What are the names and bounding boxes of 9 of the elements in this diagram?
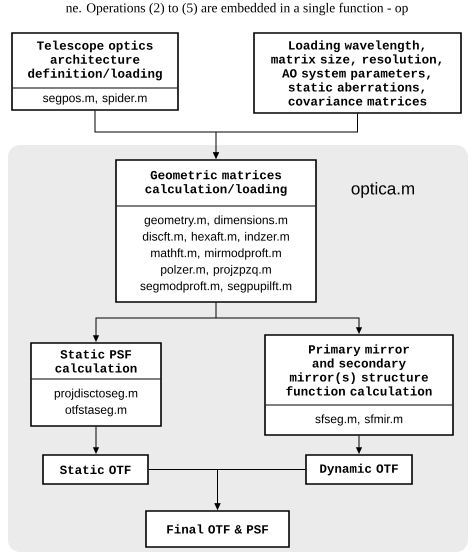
process-box: Telescope optics architecture definition/loading segpos.m, spider.m [11, 32, 179, 111]
process-box: Final OTF & PSF [145, 510, 290, 548]
process-box: Static OTF [42, 454, 149, 485]
caption-text: ne. Operations (2) to (5) are embedded in a single function - op [66, 2, 408, 16]
process-box: Dynamic OTF [305, 454, 413, 485]
process-box: Primary mirror and secondary mirror(s) structure function calculation sfseg.m, sfmir.m [264, 334, 454, 436]
process-box: Loading wavelength, matrix size, resolution, AO system parameters, static aberrations, covariance matrices [253, 32, 462, 114]
process-box: Geometric matrices calculation/loading geometry.m, dimensions.m discft.m, hexaft.m, indzer.m mathft.m, mirmodproft.m polzer.m, projzpzq.m segmodproft.m, segpupilft.m [115, 159, 317, 303]
process-box: Static PSF calculation projdisctoseg.m otfstaseg.m [30, 342, 162, 427]
